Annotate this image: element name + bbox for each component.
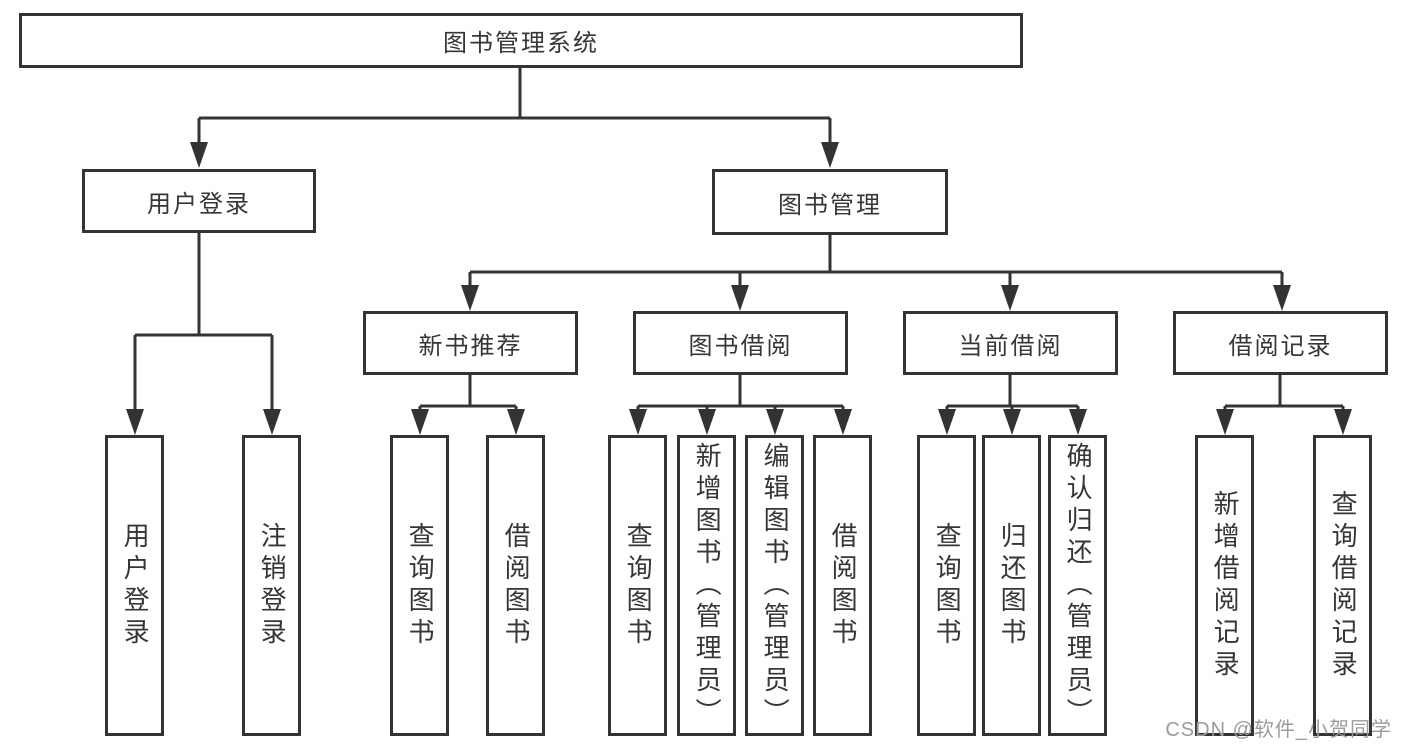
leaf-recommend-borrow-books: 借阅图书 — [486, 435, 545, 736]
leaf-recommend-query-books-label: 查询图书 — [405, 521, 436, 650]
leaf-recommend-borrow-books-label: 借阅图书 — [501, 521, 532, 650]
arrowheads — [126, 142, 1352, 435]
node-borrow-records-label: 借阅记录 — [1228, 332, 1333, 360]
csdn-watermark: CSDN @软件_小贺同学 — [1165, 719, 1392, 741]
node-root-system-label: 图书管理系统 — [443, 30, 599, 57]
leaf-return-books-label: 归还图书 — [997, 521, 1028, 650]
leaf-borrow-books-label: 借阅图书 — [828, 521, 859, 650]
leaf-borrow-books: 借阅图书 — [813, 435, 872, 736]
leaf-borrow-query-books-label: 查询图书 — [623, 521, 654, 650]
leaf-logout: 注销登录 — [242, 435, 301, 736]
leaf-query-borrow-record-label: 查询借阅记录 — [1328, 489, 1359, 682]
leaf-add-books-admin-label: 新增图书（管理员） — [692, 441, 723, 730]
leaf-edit-books-admin: 编辑图书（管理员） — [745, 435, 804, 736]
leaf-logout-label: 注销登录 — [257, 521, 288, 650]
leaf-recommend-query-books: 查询图书 — [390, 435, 449, 736]
leaf-confirm-return-admin-label: 确认归还（管理员） — [1063, 441, 1094, 730]
node-current-borrow: 当前借阅 — [903, 311, 1118, 375]
node-new-book-recommend-label: 新书推荐 — [418, 332, 523, 360]
node-book-management-branch-label: 图书管理 — [778, 191, 882, 219]
leaf-return-books: 归还图书 — [982, 435, 1041, 736]
node-user-login-branch: 用户登录 — [82, 169, 316, 233]
node-user-login-branch-label: 用户登录 — [147, 190, 251, 218]
node-root-system: 图书管理系统 — [19, 13, 1023, 68]
leaf-query-borrow-record: 查询借阅记录 — [1313, 435, 1372, 736]
node-book-borrow: 图书借阅 — [633, 311, 848, 375]
node-book-borrow-label: 图书借阅 — [688, 332, 793, 360]
node-book-management-branch: 图书管理 — [712, 169, 948, 235]
leaf-user-login-label: 用户登录 — [120, 521, 151, 650]
leaf-user-login: 用户登录 — [105, 435, 164, 736]
leaf-current-query-books: 查询图书 — [917, 435, 976, 736]
leaf-add-borrow-record-label: 新增借阅记录 — [1210, 489, 1241, 682]
leaf-current-query-books-label: 查询图书 — [932, 521, 963, 650]
leaf-add-books-admin: 新增图书（管理员） — [677, 435, 736, 736]
node-borrow-records: 借阅记录 — [1173, 311, 1388, 375]
node-current-borrow-label: 当前借阅 — [958, 332, 1063, 360]
leaf-confirm-return-admin: 确认归还（管理员） — [1048, 435, 1107, 736]
leaf-add-borrow-record: 新增借阅记录 — [1195, 435, 1254, 736]
node-new-book-recommend: 新书推荐 — [363, 311, 578, 375]
leaf-borrow-query-books: 查询图书 — [608, 435, 667, 736]
leaf-edit-books-admin-label: 编辑图书（管理员） — [760, 441, 791, 730]
